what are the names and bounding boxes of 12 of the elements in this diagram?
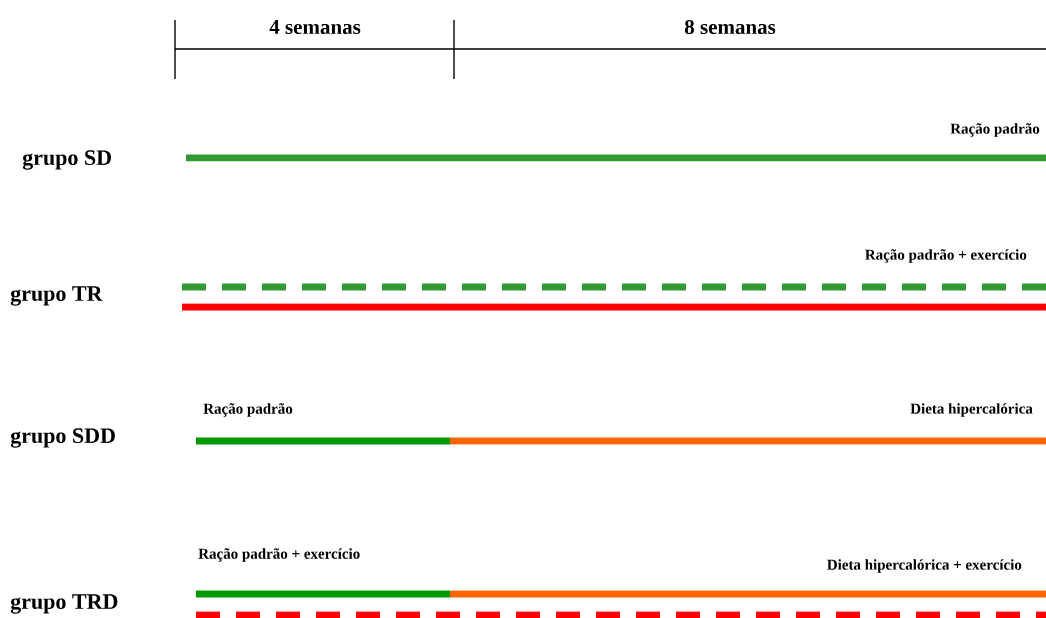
diet-label: Dieta hipercalórica + exercício <box>827 559 1022 573</box>
group-label: grupo SD <box>22 150 111 170</box>
diet-label: Ração padrão + exercício <box>198 548 360 562</box>
period-label: 4 semanas <box>269 20 361 34</box>
group-label: grupo TRD <box>10 594 118 614</box>
diet-label: Ração padrão <box>203 403 293 417</box>
group-label: grupo SDD <box>10 428 115 448</box>
group-label: grupo TR <box>10 286 103 306</box>
diet-label: Ração padrão + exercício <box>865 249 1027 263</box>
period-label: 8 semanas <box>684 19 776 35</box>
diet-label: Ração padrão <box>950 123 1040 137</box>
diet-label: Dieta hipercalórica <box>910 403 1033 417</box>
